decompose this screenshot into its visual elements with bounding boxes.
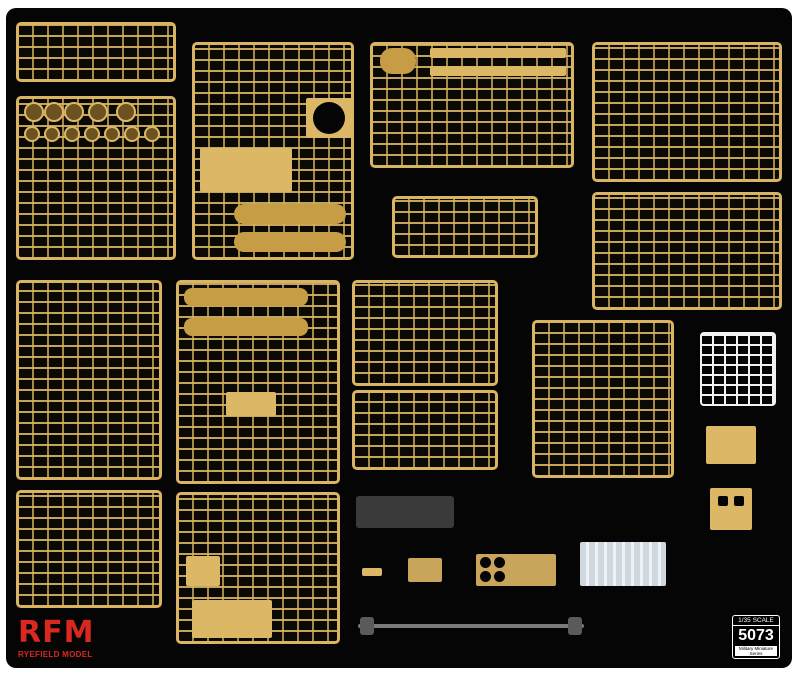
tow-cable [358,624,584,628]
sprue-frame-lower-right [532,320,674,478]
long-bar-part [430,48,566,58]
sprue-frame-small-center [392,196,538,258]
small-part [362,568,382,576]
photo-etch-cutout [494,571,505,582]
clear-parts-sprue [700,332,776,406]
series-label: Military Miniature Series [735,646,777,656]
photo-etch-cutout [480,571,491,582]
sprue-frame-center-a [352,280,498,386]
scale-label: 1/35 SCALE [733,616,779,626]
hull-bottom-part [226,392,276,416]
hatch-opening [734,496,744,506]
tow-cable-end [568,617,582,635]
sprue-frame-hull-lower [176,280,340,484]
brand-name: RYEFIELD MODEL [18,650,93,659]
tow-cable-end [360,617,374,635]
decal-sheet [580,542,666,586]
hull-top-plate [200,148,292,192]
road-wheel [44,126,60,142]
long-bar-part [430,66,566,76]
sprue-frame-top-right [592,42,782,182]
fender-part [184,288,308,306]
hull-side-plate [234,204,346,224]
road-wheel [24,126,40,142]
sprue-frame-center-b [352,390,498,470]
hatch-part [710,488,752,530]
road-wheel [88,102,108,122]
kit-number: 5073 [738,627,774,644]
sprue-frame-top-left [16,22,176,82]
hatch-opening [718,496,728,506]
sprue-frame-bottom-left [16,490,162,608]
road-wheel [116,102,136,122]
hull-side-plate [234,232,346,252]
photo-etch-fret [408,558,442,582]
road-wheel [64,102,84,122]
photo-etch-cutout [494,557,505,568]
road-wheel [64,126,80,142]
road-wheel [24,102,44,122]
sprue-frame-mid-right [592,192,782,310]
photo-etch-cutout [480,557,491,568]
sprue-frame-mid-left [16,280,162,480]
brand-logo: RFM [18,615,95,650]
road-wheel [84,126,100,142]
hatch-part [706,426,756,464]
fender-part [184,318,308,336]
road-wheel [144,126,160,142]
sprue-frame-top-center [370,42,574,168]
track-link-section [356,496,454,528]
engine-grille [186,556,220,586]
engine-deck [192,600,272,638]
mudguard-part [380,48,416,74]
sprue-frame-wheels [16,96,176,260]
turret-ring-hole [313,102,345,134]
road-wheel [124,126,140,142]
scale-badge: 1/35 SCALE 5073 Military Miniature Serie… [732,615,780,659]
road-wheel [104,126,120,142]
road-wheel [44,102,64,122]
